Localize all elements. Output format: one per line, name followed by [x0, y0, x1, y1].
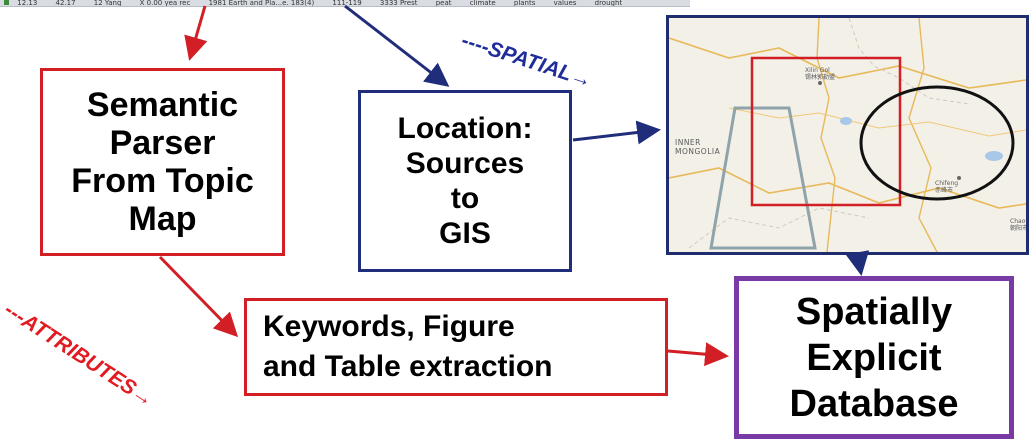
map-city-label: Chifeng 赤峰市	[935, 180, 959, 194]
strip-cell: 42.17	[55, 0, 76, 7]
strip-cell: drought	[594, 0, 623, 7]
spreadsheet-icon	[4, 0, 9, 5]
map-city-label: Xilin Gol 锡林郭勒盟	[805, 67, 836, 81]
strip-cell: 3333 Prest	[379, 0, 418, 7]
map-panel: INNER MONGOLIA Xilin Gol 锡林郭勒盟 Chifeng 赤…	[666, 15, 1029, 255]
strip-cell: values	[553, 0, 577, 7]
strip-cell: 12 Yang	[93, 0, 122, 7]
arrow-source-to-location	[344, 4, 450, 87]
map-city-label: Chaoyan 朝阳市	[1010, 218, 1029, 232]
spatial-database-text: Spatially Explicit Database	[789, 290, 959, 425]
strip-cell: 1981 Earth and Pla...e. 183(4)	[208, 0, 315, 7]
location-text: Location: Sources to GIS	[397, 112, 533, 250]
strip-cell: plants	[513, 0, 536, 7]
semantic-parser-box: Semantic Parser From Topic Map	[40, 68, 285, 256]
strip-cell: peat	[435, 0, 452, 7]
map-region-label: INNER MONGOLIA	[675, 138, 721, 156]
semantic-parser-text: Semantic Parser From Topic Map	[71, 86, 254, 238]
strip-cell: X 0.00 yea rec	[139, 0, 191, 7]
location-box: Location: Sources to GIS	[358, 90, 572, 272]
strip-cell: climate	[469, 0, 496, 7]
keywords-extraction-box: Keywords, Figure and Table extraction	[244, 298, 668, 396]
arrow-location-to-map	[572, 120, 661, 145]
arrow-source-to-parser	[184, 5, 208, 61]
arrow-keywords-to-database	[667, 342, 729, 367]
map-graphic	[669, 18, 1026, 252]
strip-cell: 111-119	[332, 0, 362, 7]
strip-cell: 12.13	[17, 0, 38, 7]
keywords-extraction-text: Keywords, Figure and Table extraction	[263, 310, 553, 383]
arrow-parser-to-keywords	[158, 255, 239, 338]
spatial-database-box: Spatially Explicit Database	[734, 276, 1014, 439]
arrow-map-to-database	[845, 250, 870, 276]
